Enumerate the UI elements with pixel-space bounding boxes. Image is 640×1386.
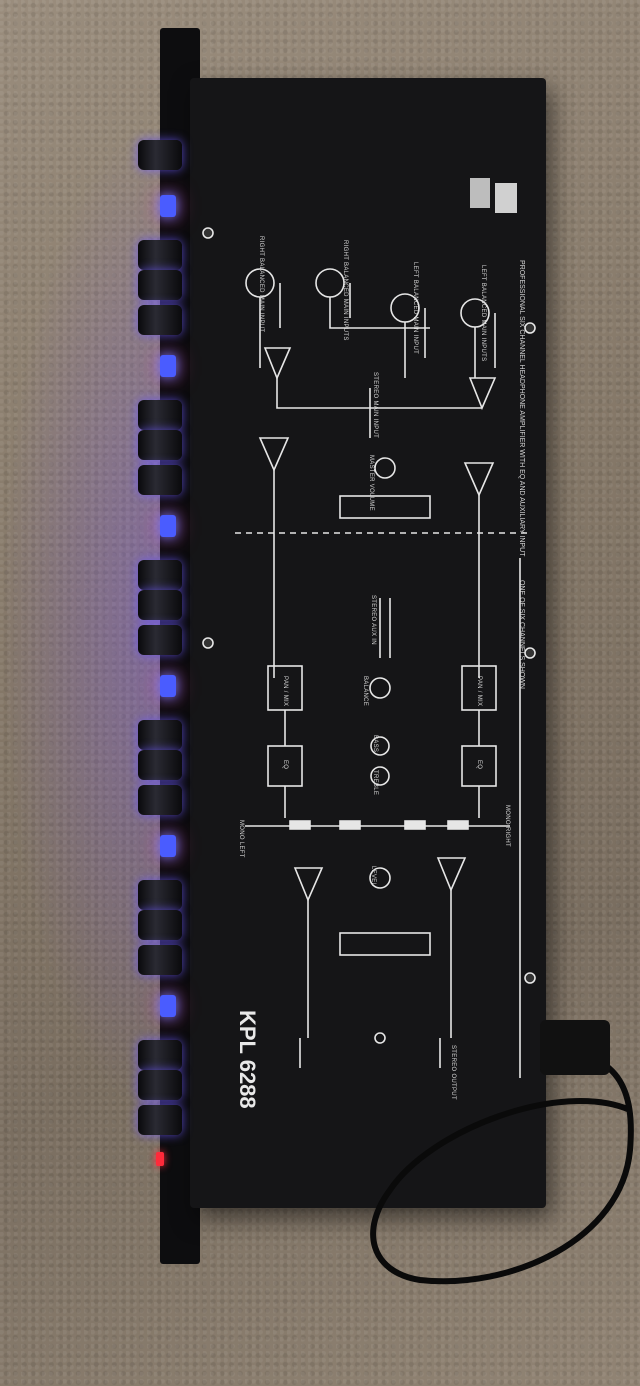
volume-knob[interactable] (138, 945, 182, 975)
label-master-volume: MASTER VOLUME (368, 455, 374, 511)
label-left-balanced-main-input: LEFT BALANCED MAIN INPUT (412, 262, 418, 355)
channel-led (160, 995, 176, 1017)
label-pan-mix-right: PAN / MIX (476, 676, 482, 707)
label-balance: BALANCE (362, 676, 368, 707)
volume-knob[interactable] (138, 430, 182, 460)
volume-knob[interactable] (138, 305, 182, 335)
power-led (156, 1152, 164, 1166)
volume-knob[interactable] (138, 465, 182, 495)
label-treble: TREBLE (372, 770, 378, 796)
amplifier-chassis (190, 78, 546, 1208)
label-left-balanced-main-inputs: LEFT BALANCED MAIN INPUTS (480, 265, 486, 362)
channel-led (160, 355, 176, 377)
header-text: PROFESSIONAL SIX CHANNEL HEADPHONE AMPLI… (518, 260, 525, 557)
label-mono-right: MONO RIGHT (504, 805, 510, 847)
power-cable (370, 1020, 634, 1285)
label-level: LEVEL (370, 866, 376, 887)
panel-schematic (202, 178, 536, 1078)
volume-knob[interactable] (138, 720, 182, 750)
channel-led (160, 515, 176, 537)
volume-knob[interactable] (138, 910, 182, 940)
volume-knob[interactable] (138, 590, 182, 620)
label-right-balanced-main-inputs: RIGHT BALANCED MAIN INPUTS (342, 240, 348, 341)
channel-led (160, 195, 176, 217)
model-label: KPL 6288 (235, 1010, 260, 1109)
volume-knob[interactable] (138, 1070, 182, 1100)
label-eq-left: EQ (282, 760, 288, 770)
channel-note: ONE OF SIX CHANNELS SHOWN (518, 580, 525, 689)
volume-knob[interactable] (138, 560, 182, 590)
label-stereo-main-input: STEREO MAIN INPUT (372, 372, 378, 439)
label-bass: BASS (372, 735, 378, 753)
volume-knob[interactable] (138, 270, 182, 300)
channel-led (160, 835, 176, 857)
label-right-balanced-main-input: RIGHT BALANCED MAIN INPUT (258, 236, 264, 333)
volume-knob[interactable] (138, 750, 182, 780)
volume-knob[interactable] (138, 240, 182, 270)
channel-led (160, 675, 176, 697)
label-eq-right: EQ (476, 760, 482, 770)
volume-knob[interactable] (138, 880, 182, 910)
label-mono-left: MONO LEFT (238, 820, 244, 858)
volume-knob[interactable] (138, 625, 182, 655)
front-knob-column (132, 120, 192, 1140)
volume-knob[interactable] (138, 785, 182, 815)
volume-knob[interactable] (138, 1105, 182, 1135)
volume-knob[interactable] (138, 400, 182, 430)
label-stereo-aux-input: STEREO AUX IN (370, 595, 376, 645)
volume-knob[interactable] (138, 1040, 182, 1070)
label-pan-mix-left: PAN / MIX (282, 676, 288, 707)
label-stereo-output: STEREO OUTPUT (450, 1045, 456, 1100)
volume-knob[interactable] (138, 140, 182, 170)
